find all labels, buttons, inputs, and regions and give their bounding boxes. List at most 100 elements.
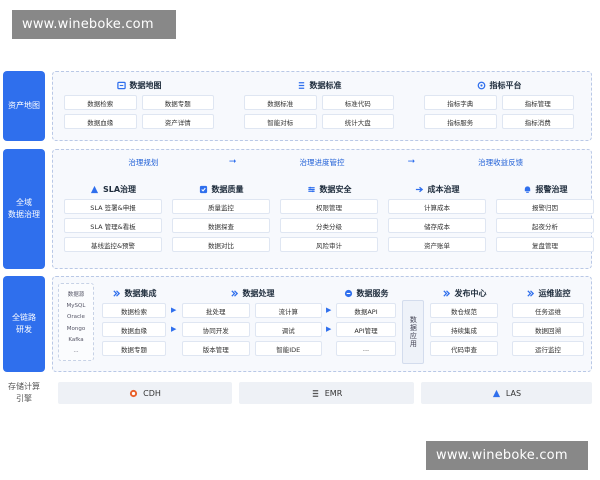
engine-label: CDH — [143, 388, 161, 398]
las-icon — [492, 389, 501, 398]
item-risk-audit[interactable]: 风险审计 — [280, 237, 378, 252]
engine-label: LAS — [505, 388, 522, 398]
arrow-right-icon: ➞ — [407, 157, 416, 167]
group-metric-platform: 指标平台 指标字典 指标管理 指标服务 指标消费 — [424, 78, 574, 129]
emr-icon — [311, 389, 320, 398]
group-title: 数据地图 — [129, 80, 162, 90]
engine-las[interactable]: LAS — [421, 382, 592, 404]
item-sla-sign[interactable]: SLA 签署&申报 — [64, 199, 162, 214]
item-data-compare[interactable]: 数据对比 — [172, 237, 270, 252]
alarm-icon — [523, 185, 532, 194]
item-data-lineage[interactable]: 数据血缘 — [102, 322, 166, 337]
item-debug[interactable]: 调试 — [254, 322, 322, 337]
item-metric-service[interactable]: 指标服务 — [424, 114, 497, 129]
group-title: 数据处理 — [242, 288, 275, 298]
item-smart-ide[interactable]: 智能IDE — [254, 341, 322, 356]
item-more[interactable]: ... — [336, 341, 396, 356]
item-smart-mapping[interactable]: 智能对标 — [244, 114, 317, 129]
item-metric-dict[interactable]: 指标字典 — [424, 95, 497, 110]
group-title: 数据安全 — [319, 184, 352, 194]
item-data-topic[interactable]: 数据专题 — [141, 95, 214, 110]
item-data-lineage[interactable]: 数据血缘 — [64, 114, 137, 129]
flow-step-plan: 治理规划 — [128, 157, 159, 167]
item-collab-dev[interactable]: 协同开发 — [182, 322, 250, 337]
item-api-manage[interactable]: API管理 — [336, 322, 396, 337]
item-permission[interactable]: 权限管理 — [280, 199, 378, 214]
source-more: ... — [73, 348, 79, 355]
item-ci[interactable]: 持续集成 — [430, 322, 498, 337]
group-title: 数据标准 — [309, 80, 342, 90]
group-title: 指标平台 — [489, 80, 522, 90]
group-title: 成本治理 — [427, 184, 460, 194]
source-mongo: Mongo — [66, 325, 86, 332]
group-title: SLA治理 — [102, 184, 137, 194]
item-classification[interactable]: 分类分级 — [280, 218, 378, 233]
group-service: 数据服务 数据API API管理 ... — [336, 286, 396, 356]
item-asset-detail[interactable]: 资产详情 — [141, 114, 214, 129]
cdh-icon — [129, 389, 138, 398]
item-data-probe[interactable]: 数据探查 — [172, 218, 270, 233]
item-storage-cost[interactable]: 储存成本 — [388, 218, 486, 233]
group-data-map: 数据地图 数据检索 数据专题 数据血缘 资产详情 — [64, 78, 214, 129]
side-label-dev: 全链路 研发 — [3, 276, 45, 372]
data-source-box: 数据源 MySQL Oracle Mongo Kafka ... — [58, 283, 94, 361]
item-code-review[interactable]: 代码审查 — [430, 341, 498, 356]
source-oracle: Oracle — [67, 314, 85, 321]
engine-cdh[interactable]: CDH — [58, 382, 232, 404]
item-data-backfill[interactable]: 数据回溯 — [512, 322, 584, 337]
processing-icon — [230, 289, 239, 298]
item-alarm-attribution[interactable]: 报警归因 — [496, 199, 594, 214]
item-data-standard[interactable]: 数据标准 — [244, 95, 317, 110]
item-run-monitor[interactable]: 运行监控 — [512, 341, 584, 356]
group-ops-monitor: 运维监控 任务运维 数据回溯 运行监控 — [512, 286, 584, 356]
data-app-box[interactable]: 数据应用 — [402, 300, 424, 364]
item-standard-code[interactable]: 标准代码 — [321, 95, 394, 110]
arrow-right-icon: ▶ — [326, 306, 332, 314]
item-data-search[interactable]: 数据检索 — [64, 95, 137, 110]
metric-icon — [477, 81, 486, 90]
group-title: 报警治理 — [535, 184, 568, 194]
engine-label: EMR — [324, 388, 343, 398]
item-metric-manage[interactable]: 指标管理 — [501, 95, 574, 110]
ops-icon — [526, 289, 535, 298]
item-batch[interactable]: 批处理 — [182, 303, 250, 318]
flow-step-feedback: 治理收益反馈 — [478, 157, 524, 167]
release-icon — [442, 289, 451, 298]
item-baseline-alert[interactable]: 基线监控&预警 — [64, 237, 162, 252]
arrow-right-icon: ▶ — [171, 325, 177, 333]
item-asset-bill[interactable]: 资产账单 — [388, 237, 486, 252]
item-stream[interactable]: 流计算 — [254, 303, 322, 318]
data-source-title: 数据源 — [67, 291, 85, 298]
group-title: 数据服务 — [356, 288, 389, 298]
item-metric-consume[interactable]: 指标消费 — [501, 114, 574, 129]
source-kafka: Kafka — [68, 336, 84, 343]
item-version[interactable]: 版本管理 — [182, 341, 250, 356]
item-data-api[interactable]: 数据API — [336, 303, 396, 318]
item-review-manage[interactable]: 复盘管理 — [496, 237, 594, 252]
data-app-label: 数据应用 — [409, 316, 418, 348]
group-title: 数据质量 — [211, 184, 244, 194]
group-title: 运维监控 — [538, 288, 571, 298]
map-icon — [116, 81, 126, 90]
side-label-engine: 存储计算 引擎 — [8, 382, 40, 403]
flow-step-progress: 治理进度管控 — [299, 157, 345, 167]
group-processing: 数据处理 批处理 流计算 协同开发 调试 版本管理 智能IDE — [182, 286, 322, 356]
arrow-right-icon: ▶ — [326, 325, 332, 333]
group-title: 数据集成 — [124, 288, 157, 298]
engine-emr[interactable]: EMR — [239, 382, 414, 404]
item-data-topic[interactable]: 数据专题 — [102, 341, 166, 356]
item-sla-board[interactable]: SLA 管理&看板 — [64, 218, 162, 233]
item-night-analysis[interactable]: 起夜分析 — [496, 218, 594, 233]
group-quality: 数据质量 质量监控 数据探查 数据对比 — [172, 182, 270, 252]
source-mysql: MySQL — [66, 302, 86, 309]
item-compute-cost[interactable]: 计算成本 — [388, 199, 486, 214]
arrow-right-icon: ▶ — [171, 306, 177, 314]
watermark-top: www.wineboke.com — [12, 10, 176, 39]
item-task-ops[interactable]: 任务运维 — [512, 303, 584, 318]
item-data-search[interactable]: 数据检索 — [102, 303, 166, 318]
item-quality-monitor[interactable]: 质量监控 — [172, 199, 270, 214]
item-dw-spec[interactable]: 数仓规范 — [430, 303, 498, 318]
group-release: 发布中心 数仓规范 持续集成 代码审查 — [430, 286, 498, 356]
item-stat-dashboard[interactable]: 统计大盘 — [321, 114, 394, 129]
